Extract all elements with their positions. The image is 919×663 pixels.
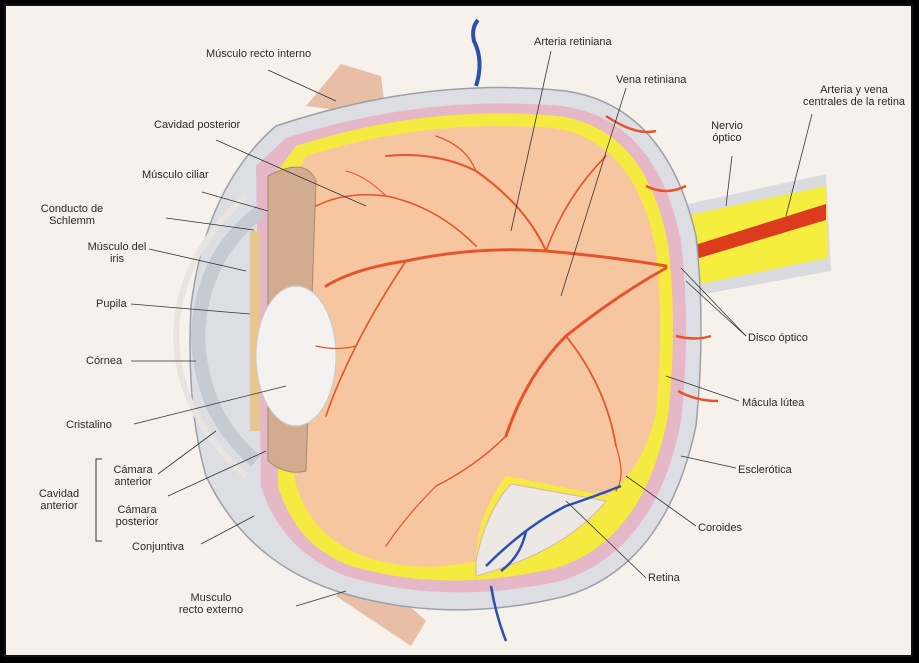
label-cavidad-anterior: Cavidad anterior bbox=[26, 488, 92, 512]
label-conducto-schlemm: Conducto de Schlemm bbox=[24, 203, 120, 227]
figure-frame: Músculo recto interno Cavidad posterior … bbox=[4, 4, 913, 657]
label-musculo-recto-interno: Músculo recto interno bbox=[206, 48, 268, 60]
label-macula-lutea: Mácula lútea bbox=[742, 397, 804, 409]
label-arteria-retiniana: Arteria retiniana bbox=[534, 36, 612, 48]
label-conjuntiva: Conjuntiva bbox=[132, 541, 184, 553]
label-cristalino: Cristalino bbox=[66, 419, 112, 431]
label-musculo-recto-externo: Musculo recto externo bbox=[178, 592, 244, 616]
top-vein bbox=[473, 20, 479, 86]
label-esclerotica: Esclerótica bbox=[738, 464, 792, 476]
label-cavidad-posterior: Cavidad posterior bbox=[154, 119, 216, 131]
label-camara-posterior: Cámara posterior bbox=[106, 504, 168, 528]
label-vena-retiniana: Vena retiniana bbox=[616, 74, 686, 86]
label-musculo-ciliar: Músculo ciliar bbox=[142, 169, 202, 181]
label-nervio-optico: Nervio óptico bbox=[702, 120, 752, 144]
anterior-cavity-bracket bbox=[96, 459, 102, 541]
label-musculo-iris: Músculo del iris bbox=[86, 241, 148, 265]
label-disco-optico: Disco óptico bbox=[748, 332, 808, 344]
label-pupila: Pupila bbox=[96, 298, 127, 310]
label-retina: Retina bbox=[648, 572, 680, 584]
lens bbox=[256, 286, 336, 426]
label-camara-anterior: Cámara anterior bbox=[106, 464, 160, 488]
label-cornea: Córnea bbox=[86, 355, 122, 367]
label-arteria-vena-centrales: Arteria y vena centrales de la retina bbox=[802, 84, 906, 108]
label-coroides: Coroides bbox=[698, 522, 742, 534]
